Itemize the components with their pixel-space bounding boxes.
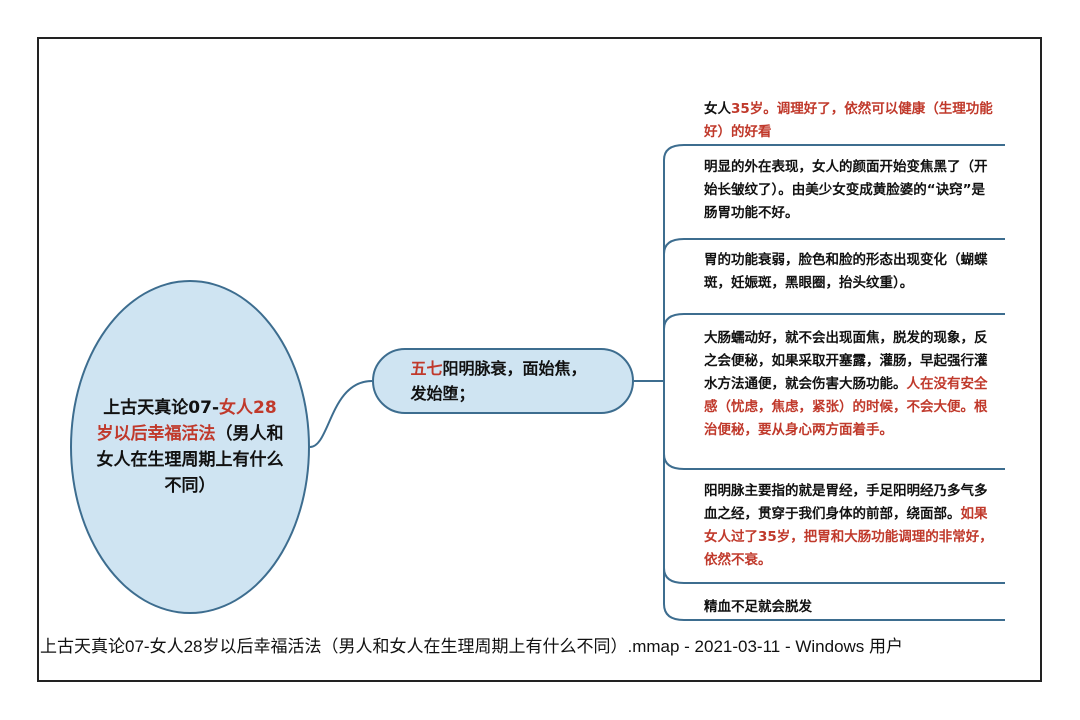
leaf-topic-5[interactable]: 阳明脉主要指的就是胃经，手足阳明经乃多气多血之经，贯穿于我们身体的前部，绕面部。… xyxy=(704,480,994,572)
leaf-topic-4[interactable]: 大肠蠕动好，就不会出现面焦，脱发的现象，反之会便秘，如果采取开塞露，灌肠，早起强… xyxy=(704,327,994,442)
leaf-text: 明显的外在表现，女人的颜面开始变焦黑了（开始长皱纹了）。由美少女变成黄脸婆的“诀… xyxy=(704,159,988,221)
leaf-text: 大肠蠕动好，就不会出现面焦，脱发的现象，反之会便秘，如果采取开塞露，灌肠，早起强… xyxy=(704,330,988,392)
branch-topic-text: 五七阳明脉衰，面始焦，发始堕； xyxy=(411,356,596,406)
root-title-prefix: 上古天真论07- xyxy=(103,398,220,418)
leaf-text: 胃的功能衰弱，脸色和脸的形态出现变化（蝴蝶斑，妊娠斑，黑眼圈，抬头纹重）。 xyxy=(704,252,988,291)
leaf-text: 精血不足就会脱发 xyxy=(704,599,812,615)
leaf-text: 阳明脉主要指的就是胃经，手足阳明经乃多气多血之经，贯穿于我们身体的前部，绕面部。 xyxy=(704,483,988,522)
leaf-topic-1[interactable]: 女人35岁。调理好了，依然可以健康（生理功能好）的好看 xyxy=(704,98,994,144)
leaf-topic-3[interactable]: 胃的功能衰弱，脸色和脸的形态出现变化（蝴蝶斑，妊娠斑，黑眼圈，抬头纹重）。 xyxy=(704,249,994,295)
leaf-topic-6[interactable]: 精血不足就会脱发 xyxy=(704,596,994,619)
root-title-highlight: 女人28岁以后幸福活法 xyxy=(96,398,277,444)
canvas-frame xyxy=(37,37,1042,682)
branch-topic[interactable]: 五七阳明脉衰，面始焦，发始堕； xyxy=(372,348,634,414)
root-title-rest: （男人和女人在生理周期上有什么不同） xyxy=(96,424,284,496)
root-topic[interactable]: 上古天真论07-女人28岁以后幸福活法（男人和女人在生理周期上有什么不同） xyxy=(70,280,310,614)
file-caption: 上古天真论07-女人28岁以后幸福活法（男人和女人在生理周期上有什么不同）.mm… xyxy=(40,637,904,656)
root-topic-text: 上古天真论07-女人28岁以后幸福活法（男人和女人在生理周期上有什么不同） xyxy=(95,395,285,499)
leaf-topic-2[interactable]: 明显的外在表现，女人的颜面开始变焦黑了（开始长皱纹了）。由美少女变成黄脸婆的“诀… xyxy=(704,156,994,225)
leaf-highlight: 35岁。调理好了，依然可以健康（生理功能好）的好看 xyxy=(704,101,993,140)
leaf-highlight: 如果女人过了35岁，把胃和大肠功能调理的非常好，依然不衰。 xyxy=(704,506,993,568)
leaf-highlight: 人在没有安全感（忧虑，焦虑，紧张）的时候，不会大便。根治便秘，要从身心两方面着手… xyxy=(704,376,988,438)
branch-highlight: 五七 xyxy=(410,359,443,378)
leaf-text: 女人 xyxy=(704,101,731,117)
branch-rest: 阳明脉衰，面始焦，发始堕； xyxy=(410,359,587,403)
